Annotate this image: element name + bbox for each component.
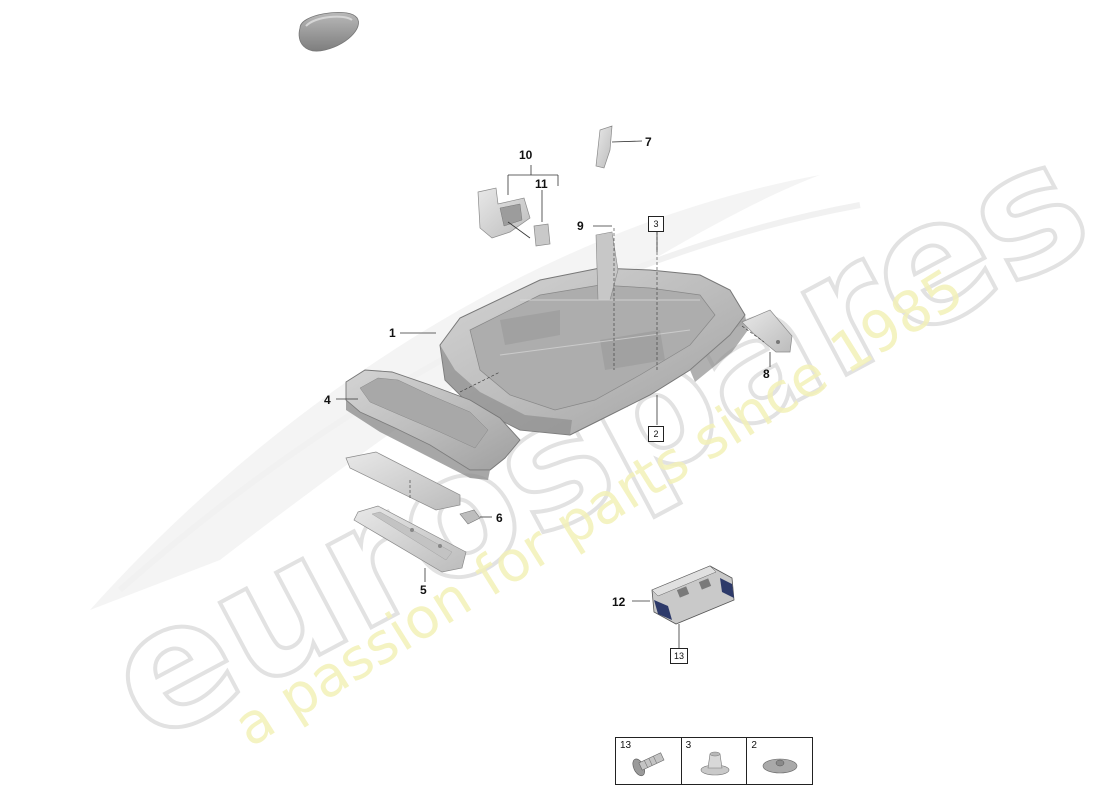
washer-icon xyxy=(763,758,798,774)
legend-label: 13 xyxy=(620,740,632,751)
part-10-trim-panel xyxy=(477,187,531,239)
watermark-brand: eurospares xyxy=(76,102,1100,781)
legend-label: 2 xyxy=(751,740,757,751)
callout-8: 8 xyxy=(763,367,770,381)
part-8-bracket xyxy=(741,309,793,353)
part-6-clip xyxy=(459,509,481,525)
bolt-icon xyxy=(632,752,665,777)
clip-nut-icon xyxy=(700,751,729,776)
callout-9: 9 xyxy=(577,219,584,233)
boxed-ref-13: 13 xyxy=(670,648,688,664)
callout-10: 10 xyxy=(519,148,533,162)
part-4-front-carpet xyxy=(345,369,521,480)
callout-4: 4 xyxy=(324,393,331,407)
callout-1: 1 xyxy=(389,326,396,340)
part-5-tunnel-trim xyxy=(353,505,467,573)
callout-12: 12 xyxy=(612,595,626,609)
legend-cell-13: 13 xyxy=(616,738,682,784)
callout-5: 5 xyxy=(420,583,427,597)
callout-7: 7 xyxy=(645,135,652,149)
legend-cell-2: 2 xyxy=(747,738,812,784)
cover-pad xyxy=(298,12,359,52)
boxed-ref-3: 3 xyxy=(648,216,664,232)
boxed-ref-2: 2 xyxy=(648,426,664,442)
fastener-legend: 13 3 2 xyxy=(615,737,813,785)
part-12-bracket xyxy=(651,565,735,625)
part-11-pad xyxy=(533,223,551,247)
tunnel-trim-upper xyxy=(345,451,461,511)
legend-cell-3: 3 xyxy=(682,738,748,784)
legend-label: 3 xyxy=(685,740,692,751)
bracket-10 xyxy=(507,165,559,239)
part-7-trim-strip xyxy=(595,125,613,169)
callout-11: 11 xyxy=(535,177,548,191)
callout-6: 6 xyxy=(496,511,503,525)
